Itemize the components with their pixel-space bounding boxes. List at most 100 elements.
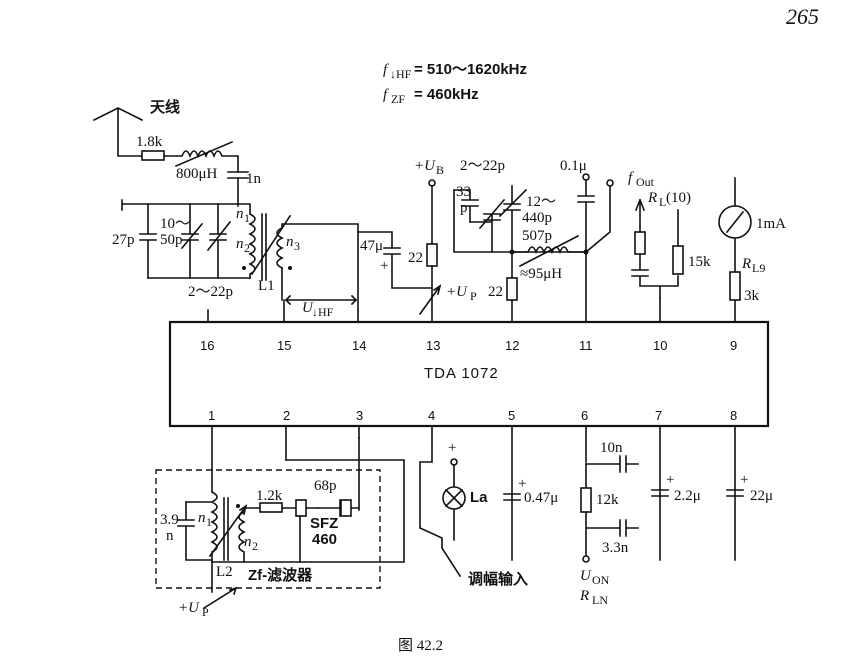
sfz-crystal-leads <box>317 499 360 517</box>
pin4-lamp-input: 调幅输入 + La <box>419 439 528 588</box>
inductor-800uh <box>163 150 239 173</box>
pin-13: 13 <box>426 338 440 353</box>
sfz-crystal-a <box>295 499 307 517</box>
capacitor-33p-label-a: 33 <box>456 184 471 200</box>
capacitor-1n <box>227 171 249 207</box>
resistor-1k8 <box>141 150 165 161</box>
resistor-22-b <box>506 277 518 301</box>
capacitor-3n3-label: 3.3n <box>602 540 629 556</box>
l2-dot <box>236 504 240 508</box>
resistor-1k8-label: 1.8k <box>136 134 163 150</box>
antenna-label: 天线 <box>150 98 180 116</box>
l1-n3-sub: 3 <box>294 239 300 253</box>
osc-left-rail <box>453 189 587 253</box>
pin7-pin8-caps: + 2.2μ + 22μ <box>651 472 773 504</box>
l1-dot <box>242 266 246 270</box>
rl10-arrow <box>634 198 646 212</box>
ub-subscript: B <box>436 163 444 177</box>
capacitor-3n9-label-b: n <box>166 528 174 544</box>
sfz-label-a: SFZ <box>310 515 338 532</box>
capacitor-22u <box>726 489 744 497</box>
l1-core <box>261 213 267 281</box>
capacitor-47u-plus: + <box>380 258 388 274</box>
resistor-22-a <box>426 243 438 267</box>
l2-n1: n <box>198 510 206 526</box>
trimmer-label-b: 50p <box>160 232 183 248</box>
capacitor-33p <box>453 189 479 223</box>
node-12 <box>509 249 515 255</box>
lamp-terminal <box>450 458 458 466</box>
resistor-12k <box>580 487 592 513</box>
ic-label: TDA 1072 <box>424 365 499 382</box>
capacitor-10n <box>585 455 639 473</box>
up-bot-subscript: P <box>202 605 209 619</box>
resistor-12k-label: 12k <box>596 492 619 508</box>
fout-lead <box>584 185 611 254</box>
am-input-lead <box>419 439 462 578</box>
zf-filter-dashed-box <box>155 469 381 589</box>
inductor-95uh <box>511 246 587 255</box>
uon-label: U <box>580 568 592 584</box>
filter-wiring <box>211 437 405 563</box>
fout-label: f <box>628 170 634 186</box>
figure-caption: 图 42.2 <box>398 637 443 654</box>
lamp-plus: + <box>448 440 456 456</box>
capacitor-047u-plus: + <box>518 476 526 492</box>
capacitor-22u-plus: + <box>740 472 748 488</box>
uhf-label: U <box>302 300 314 316</box>
up-bot-arrow <box>202 586 238 610</box>
up-mid-subscript: P <box>470 289 477 303</box>
uhf-voltage-arrow <box>284 294 358 306</box>
capacitor-10n-label: 10n <box>600 440 623 456</box>
trimmer-2-22p-label: 2～22p <box>188 284 233 300</box>
resistor-rl9 <box>729 271 741 301</box>
up-mid-label: +U <box>446 284 468 300</box>
agc-network: 47μ + +U B 22 +U P <box>357 158 477 316</box>
resistor-1k2-label: 1.2k <box>256 488 283 504</box>
pin-2: 2 <box>283 408 290 423</box>
pin-1: 1 <box>208 408 215 423</box>
capacitor-3n9 <box>177 501 213 561</box>
coil-l1-primary <box>248 212 256 279</box>
l2-sec-top <box>243 507 261 513</box>
rl9-subscript: L9 <box>752 261 765 275</box>
trimmer-label-a: 10～ <box>160 216 190 232</box>
rl10-cap-and-join <box>631 253 679 299</box>
rl10-value: (10) <box>666 190 691 206</box>
antenna-section: 天线 1.8k 800μH 1n <box>92 98 262 207</box>
resistor-22-a-label: 22 <box>408 250 423 266</box>
coil-l2-primary <box>185 490 218 593</box>
pin-9: 9 <box>730 338 737 353</box>
ic-pin-numbers-top: 16 15 14 13 12 11 10 9 <box>200 338 737 353</box>
frequency-specs: f ↓HF = 510～1620kHz f ZF = 460kHz <box>383 61 527 106</box>
pin-4: 4 <box>428 408 435 423</box>
rl9-value: 3k <box>744 288 760 304</box>
uon-subscript: ON <box>592 573 610 587</box>
pin-3: 3 <box>356 408 363 423</box>
coil-l1-label: L1 <box>258 278 275 294</box>
trimmer-12-440p-label-b: 440p <box>522 210 552 226</box>
oscillator-tank: 2～22p 33 p 12～ 440p 507p ≈95μH 22 0.1μ f… <box>453 158 655 301</box>
uon-terminal <box>582 555 590 563</box>
ub-terminal <box>428 179 436 187</box>
capacitor-047u <box>503 493 521 501</box>
uhf-subscript: ↓HF <box>312 305 334 319</box>
l2-core <box>223 497 229 561</box>
capacitor-22u-label: 22μ <box>750 488 773 504</box>
capacitor-47u-label: 47μ <box>360 238 383 254</box>
coil-l2-label: L2 <box>216 564 233 580</box>
if-filter-section: 3.9 n n 1 n 2 L2 1.2k 68p SFZ 460 Zf-滤波器… <box>155 437 405 619</box>
ic-pin-numbers-bottom: 1 2 3 4 5 6 7 8 <box>208 408 737 423</box>
pin-14: 14 <box>352 338 366 353</box>
pin-10: 10 <box>653 338 667 353</box>
inductor-800uh-label: 800μH <box>176 166 218 182</box>
capacitor-01u <box>577 179 595 255</box>
rln-subscript: LN <box>592 593 608 607</box>
capacitor-047u-label: 0.47μ <box>524 490 558 506</box>
zf-filter-label: Zf-滤波器 <box>248 566 313 584</box>
pin9-meter: 1mA R L9 3k <box>718 177 786 304</box>
l1-n1: n <box>236 206 244 222</box>
pin-12: 12 <box>505 338 519 353</box>
pin10-load: R L (10) 15k <box>631 190 711 299</box>
